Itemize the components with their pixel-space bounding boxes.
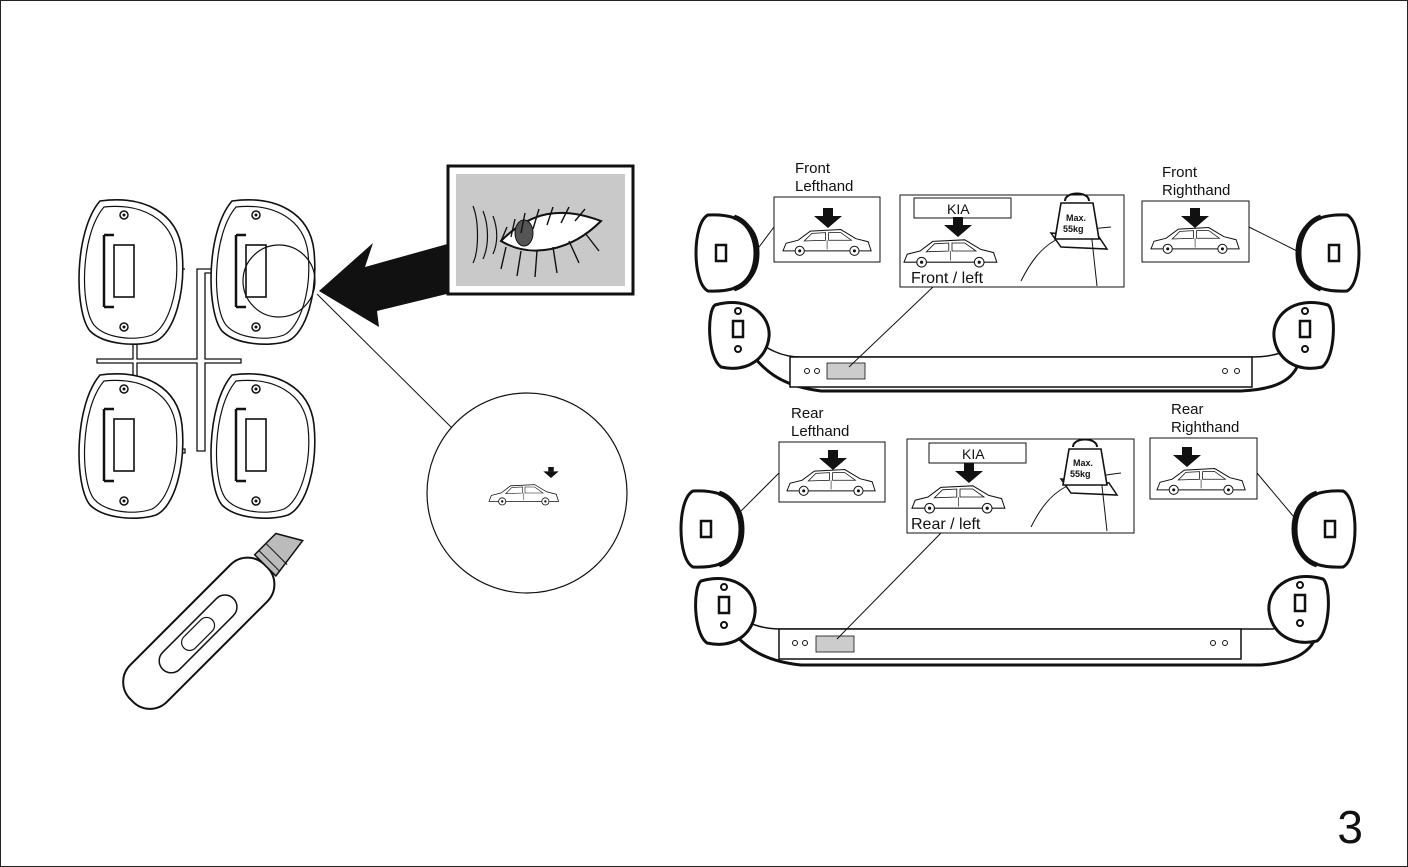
knife-icon (122, 532, 304, 710)
front-weight-line1: Max. (1066, 213, 1086, 223)
front-right-label-line2: Righthand (1162, 182, 1230, 199)
pad-sprue (77, 198, 317, 520)
rear-weight-line2: 55kg (1070, 469, 1091, 479)
eye-icon (472, 205, 603, 278)
rear-weight-line1: Max. (1073, 458, 1093, 468)
front-left-label-line1: Front (795, 160, 831, 177)
front-weight-line2: 55kg (1063, 224, 1084, 234)
highlight-ring (242, 244, 316, 318)
front-left-label-line2: Lefthand (795, 178, 853, 195)
rear-brand-label: KIA (962, 446, 985, 462)
front-brand-label: KIA (947, 201, 970, 217)
rear-right-label-line2: Righthand (1171, 419, 1239, 436)
leader-line (316, 293, 454, 430)
rear-position-label: Rear / left (911, 516, 981, 533)
front-right-label-line1: Front (1162, 164, 1198, 181)
inspect-eye-panel (446, 164, 635, 296)
front-bar-diagram: Front Lefthand Front Righthand KIA Front… (696, 160, 1359, 393)
rear-bar-diagram: Rear Lefthand Rear Righthand KIA Rear / … (681, 401, 1355, 667)
pointing-arrow (319, 243, 459, 327)
rear-left-label-line1: Rear (791, 405, 824, 422)
rear-right-label-line1: Rear (1171, 401, 1204, 418)
rear-left-label-line2: Lefthand (791, 423, 849, 440)
page-number: 3 (1337, 801, 1363, 853)
front-position-label: Front / left (911, 270, 984, 287)
